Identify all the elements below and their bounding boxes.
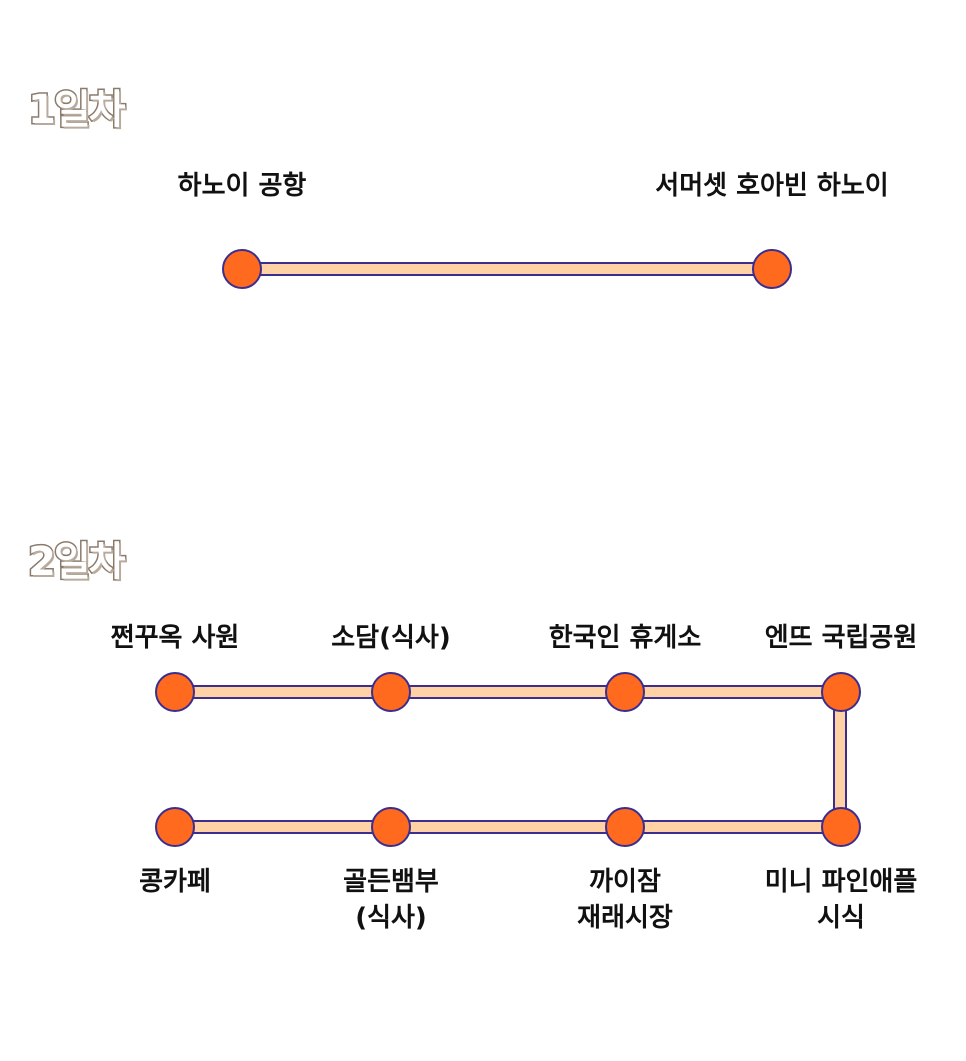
day2-node-sodam xyxy=(371,672,411,712)
day2-stop-label-mini-pineapple-line2: 시식 xyxy=(817,903,865,933)
day1-node-hanoi-airport xyxy=(222,249,262,289)
day2-stop-label-yen-tu-park: 엔뜨 국립공원 xyxy=(764,623,918,653)
day2-node-korean-restarea xyxy=(605,672,645,712)
day1-stop-label-somerset-hoabinh: 서머셋 호아빈 하노이 xyxy=(655,171,889,201)
day2-stop-label-sodam: 소담(식사) xyxy=(331,623,451,653)
day2-route-segment-bottom xyxy=(174,820,842,834)
day2-route-segment-right xyxy=(833,691,847,828)
day2-node-tran-quoc-pagoda xyxy=(155,672,195,712)
day2-stop-label-cong-cafe: 콩카페 xyxy=(139,867,211,897)
day2-stop-label-mini-pineapple-line1: 미니 파인애플 xyxy=(764,867,918,897)
day2-route-segment-top xyxy=(174,685,842,699)
day2-title: 2일차 xyxy=(26,539,126,585)
day1-node-somerset-hoabinh xyxy=(752,249,792,289)
day2-node-mini-pineapple xyxy=(821,807,861,847)
day2-stop-label-cai-zam-market: 까이잠 재래시장 xyxy=(525,864,725,936)
day2-stop-label-golden-bamboo-line1: 골든뱀부 xyxy=(343,867,439,897)
day2-stop-label-golden-bamboo-line2: (식사) xyxy=(355,903,427,933)
day2-stop-label-korean-restarea: 한국인 휴게소 xyxy=(548,623,702,653)
day1-title: 1일차 xyxy=(26,87,126,133)
day2-stop-label-golden-bamboo: 골든뱀부 (식사) xyxy=(291,864,491,936)
day1-route-segment xyxy=(241,262,773,276)
day2-node-yen-tu-park xyxy=(821,672,861,712)
day1-stop-label-hanoi-airport: 하노이 공항 xyxy=(177,171,307,201)
day2-node-cong-cafe xyxy=(155,807,195,847)
day2-node-cai-zam-market xyxy=(605,807,645,847)
day2-stop-label-tran-quoc-pagoda: 쩐꾸옥 사원 xyxy=(110,623,240,653)
day2-stop-label-mini-pineapple: 미니 파인애플 시식 xyxy=(741,864,941,936)
day2-stop-label-cai-zam-market-line1: 까이잠 xyxy=(589,867,661,897)
day2-node-golden-bamboo xyxy=(371,807,411,847)
day2-stop-label-cai-zam-market-line2: 재래시장 xyxy=(577,903,673,933)
